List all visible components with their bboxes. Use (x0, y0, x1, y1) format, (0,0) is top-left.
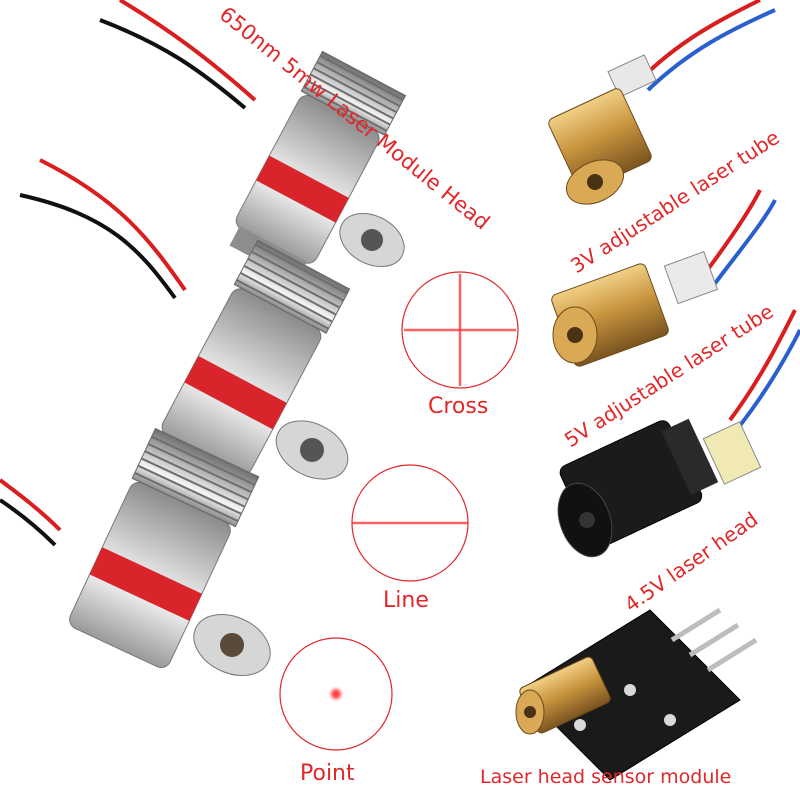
laser-sensor-module (515, 607, 758, 781)
black-laser-head-4v5 (557, 309, 800, 558)
point-pattern (279, 637, 393, 751)
brass-tube-3v (548, 0, 776, 205)
laser-module-bottom (0, 427, 271, 676)
cross-pattern (401, 271, 519, 389)
label-cross-pattern: Cross (428, 394, 489, 419)
label-sensor-module: Laser head sensor module (480, 766, 732, 788)
label-line-pattern: Line (383, 588, 429, 613)
label-point-pattern: Point (300, 761, 355, 786)
line-pattern (351, 464, 469, 582)
brass-tube-5v (551, 189, 777, 367)
